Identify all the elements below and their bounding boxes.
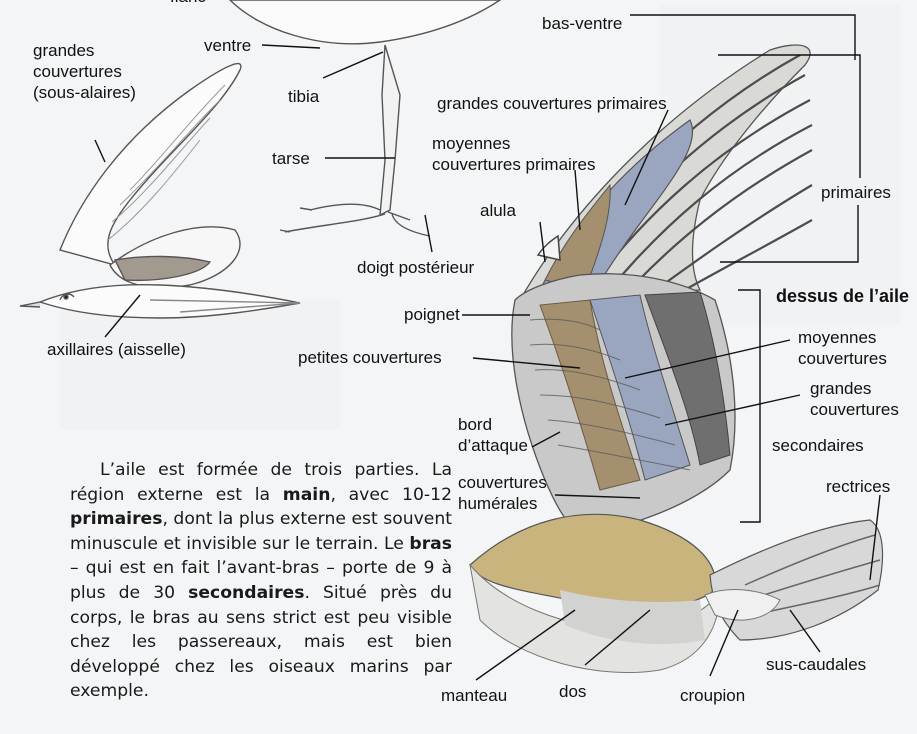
label-petites-couvertures: petites couvertures <box>298 347 442 368</box>
label-croupion: croupion <box>680 685 745 706</box>
label-line: (sous-alaires) <box>33 82 136 103</box>
term-main: main <box>283 485 331 505</box>
label-poignet: poignet <box>404 304 460 325</box>
label-line: humérales <box>458 493 547 514</box>
label-line: couvertures primaires <box>432 154 595 175</box>
label-line: couvertures <box>798 348 887 369</box>
label-line: grandes <box>810 378 899 399</box>
label-line: d’attaque <box>458 435 528 456</box>
label-line: moyennes <box>798 327 887 348</box>
label-grandes-couvertures-sous-alaires: grandes couvertures (sous-alaires) <box>33 40 136 103</box>
label-moyennes-couvertures-primaires: moyennes couvertures primaires <box>432 133 595 175</box>
paragraph-body: L’aile est formée de trois parties. La r… <box>70 458 452 704</box>
term-bras: bras <box>409 534 452 554</box>
label-line: bord <box>458 414 528 435</box>
label-primaires: primaires <box>821 182 891 203</box>
label-line: couvertures <box>810 399 899 420</box>
label-moyennes-couvertures: moyennes couvertures <box>798 327 887 369</box>
label-secondaires: secondaires <box>772 435 864 456</box>
label-grandes-couvertures: grandes couvertures <box>810 378 899 420</box>
label-flanc-cut: flanc <box>170 0 206 7</box>
label-dos: dos <box>559 681 586 702</box>
label-tibia: tibia <box>288 86 319 107</box>
label-line: moyennes <box>432 133 595 154</box>
label-bord-dattaque: bord d’attaque <box>458 414 528 456</box>
text-run: , avec 10-12 <box>330 485 452 505</box>
label-line: grandes <box>33 40 136 61</box>
label-doigt-posterieur: doigt postérieur <box>357 257 474 278</box>
label-couvertures-humerales: couvertures humérales <box>458 472 547 514</box>
label-alula: alula <box>480 200 516 221</box>
label-dessus-de-laile: dessus de l’aile <box>776 286 909 307</box>
label-grandes-couvertures-primaires: grandes couvertures primaires <box>437 93 667 114</box>
label-sus-caudales: sus-caudales <box>766 654 866 675</box>
label-tarse: tarse <box>272 148 310 169</box>
label-ventre: ventre <box>204 35 251 56</box>
label-axillaires: axillaires (aisselle) <box>47 339 186 360</box>
label-line: couvertures <box>33 61 136 82</box>
label-rectrices: rectrices <box>826 476 890 497</box>
explanatory-paragraph: L’aile est formée de trois parties. La r… <box>70 458 452 704</box>
term-secondaires: secondaires <box>188 583 304 603</box>
label-bas-ventre: bas-ventre <box>542 13 622 34</box>
label-line: couvertures <box>458 472 547 493</box>
term-primaires: primaires <box>70 509 162 529</box>
